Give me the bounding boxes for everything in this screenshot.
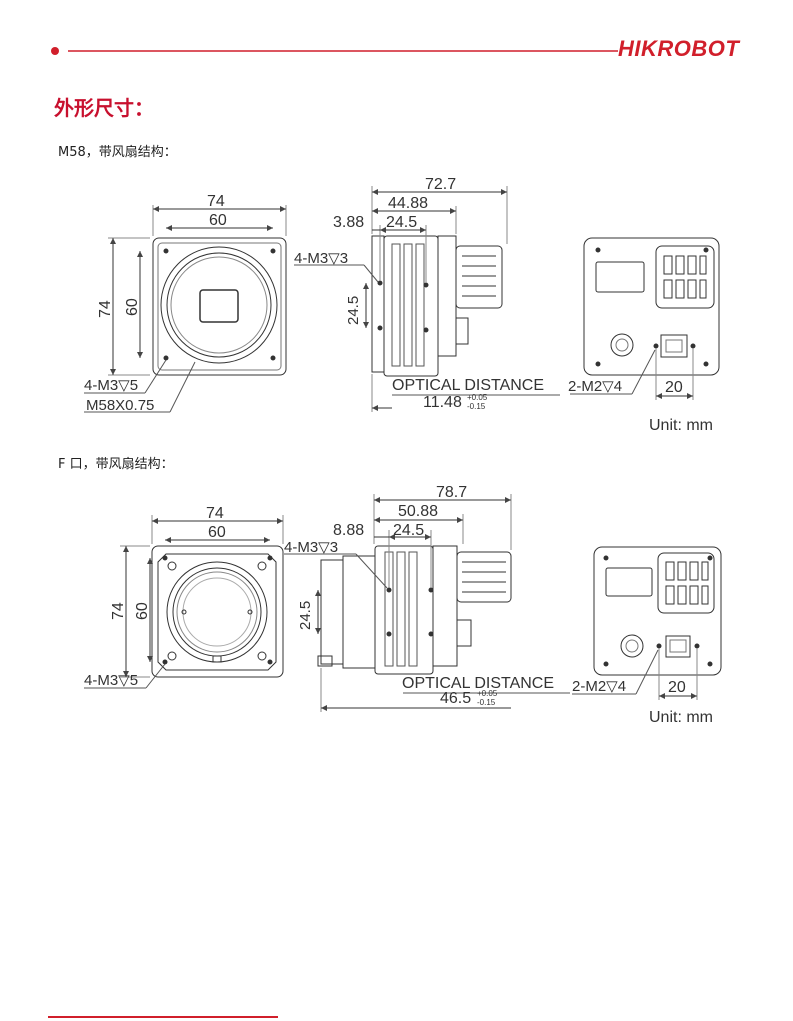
m58-side-spacing: 24.5 xyxy=(386,214,417,231)
m58-side-hole-note: 4-M3▽3 xyxy=(294,250,348,267)
m58-optical-value: 11.48 xyxy=(423,394,462,411)
fmount-back-hole-note: 2-M2▽4 xyxy=(572,678,626,695)
m58-back-spacing: 20 xyxy=(665,379,683,396)
fmount-side-hole-note: 4-M3▽3 xyxy=(284,539,338,556)
fmount-side-total: 78.7 xyxy=(436,484,467,501)
fmount-front-width-inner: 60 xyxy=(208,524,226,541)
header-bullet-dot xyxy=(51,47,59,55)
fmount-side-offset: 8.88 xyxy=(333,522,364,539)
footer-divider xyxy=(48,1016,278,1018)
m58-side-view xyxy=(294,186,560,412)
m58-unit-label: Unit: mm xyxy=(649,417,713,434)
m58-side-total: 72.7 xyxy=(425,176,456,193)
fmount-optical-tol-minus: -0.15 xyxy=(477,698,496,707)
fmount-front-view xyxy=(84,515,284,689)
fmount-back-spacing: 20 xyxy=(668,679,686,696)
fmount-back-view xyxy=(572,546,722,700)
header-divider xyxy=(51,47,618,55)
m58-optical-tol-minus: -0.15 xyxy=(467,402,486,411)
m58-front-hole-note: 4-M3▽5 xyxy=(84,377,138,394)
fmount-front-height-inner: 60 xyxy=(134,602,151,620)
brand-logo: HIKROBOT xyxy=(618,36,740,61)
m58-front-height-inner: 60 xyxy=(124,298,141,316)
fmount-front-hole-note: 4-M3▽5 xyxy=(84,672,138,689)
m58-back-hole-note: 2-M2▽4 xyxy=(568,378,622,395)
m58-front-width-inner: 60 xyxy=(209,212,227,229)
fmount-side-vertical: 24.5 xyxy=(297,601,314,630)
m58-front-width-outer: 74 xyxy=(207,193,225,210)
fmount-front-height-outer: 74 xyxy=(110,602,127,620)
fmount-side-body: 50.88 xyxy=(398,503,438,520)
m58-subtitle: M58，带风扇结构： xyxy=(58,145,177,160)
m58-back-view xyxy=(570,237,720,400)
fmount-unit-label: Unit: mm xyxy=(649,709,713,726)
fmount-subtitle: F 口，带风扇结构： xyxy=(58,457,174,472)
fmount-optical-tol-plus: +0.05 xyxy=(477,689,498,698)
m58-front-thread-note: M58X0.75 xyxy=(86,397,154,414)
m58-front-view xyxy=(84,205,287,413)
m58-front-height-outer: 74 xyxy=(97,300,114,318)
fmount-optical-label: OPTICAL DISTANCE xyxy=(402,675,554,692)
fmount-side-spacing: 24.5 xyxy=(393,522,424,539)
m58-optical-label: OPTICAL DISTANCE xyxy=(392,377,544,394)
m58-optical-tol-plus: +0.05 xyxy=(467,393,488,402)
m58-side-offset: 3.88 xyxy=(333,214,364,231)
page-title: 外形尺寸： xyxy=(54,96,154,120)
m58-side-vertical: 24.5 xyxy=(345,296,362,325)
fmount-side-view xyxy=(284,494,570,712)
fmount-optical-value: 46.5 xyxy=(440,690,471,707)
fmount-front-width-outer: 74 xyxy=(206,505,224,522)
m58-side-body: 44.88 xyxy=(388,195,428,212)
